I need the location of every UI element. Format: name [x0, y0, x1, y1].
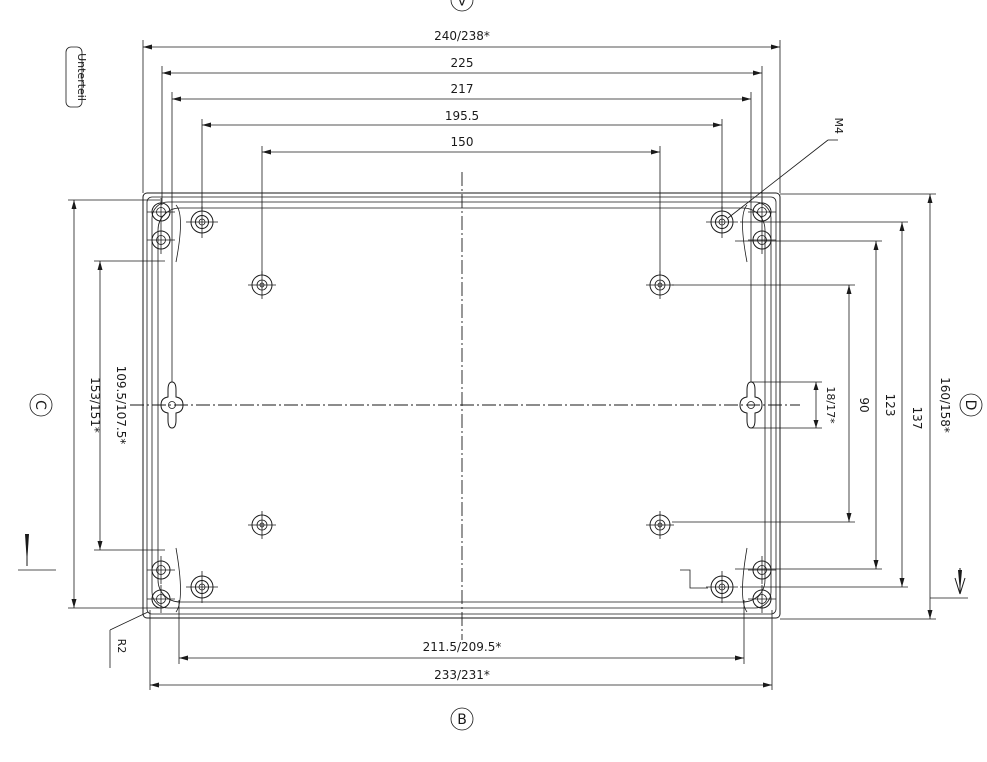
- r2-leader: [109, 611, 149, 668]
- m4-holes: [186, 206, 738, 603]
- dim-bottom-outer: 233/231*: [434, 668, 490, 682]
- dim-right-137: 137: [910, 407, 924, 430]
- view-marker-top-label: A: [457, 0, 467, 7]
- mount-hole-4: [646, 511, 674, 539]
- m4-hole-bottom-left: [186, 571, 218, 603]
- right-dimensions: [672, 193, 968, 620]
- corner-holes: [147, 198, 776, 613]
- view-marker-bottom-label: B: [457, 712, 467, 728]
- hole-top-left-inner: [147, 226, 175, 254]
- dim-slot: 18/17*: [824, 386, 837, 424]
- unterteil-label: Unterteil: [75, 53, 88, 101]
- view-marker-left: [29, 393, 53, 417]
- hole-bottom-left-outer: [147, 585, 175, 613]
- dim-width-150: 150: [451, 135, 474, 149]
- hole-bottom-right-inner: [748, 556, 776, 584]
- housing-outline: [142, 192, 781, 619]
- dim-right-90: 90: [857, 397, 871, 412]
- view-marker-left-label: C: [32, 400, 48, 410]
- view-marker-right-label: D: [962, 400, 978, 411]
- dim-width-195-5: 195.5: [445, 109, 479, 123]
- keyhole-left: [160, 381, 184, 429]
- view-marker-right: [959, 393, 983, 417]
- m4-hole-top-right: [706, 206, 738, 238]
- m4-hole-top-left: [186, 206, 218, 238]
- mount-hole-2: [646, 271, 674, 299]
- dim-left-inner: 109.5/107.5*: [114, 366, 128, 445]
- left-dimensions: [68, 199, 165, 609]
- m4-leader: [727, 139, 838, 219]
- dim-bottom-inner: 211.5/209.5*: [423, 640, 502, 654]
- hole-top-left-outer: [147, 198, 175, 226]
- view-marker-bottom: [450, 707, 474, 731]
- dim-right-123: 123: [883, 394, 897, 417]
- dim-right-outer: 160/158*: [938, 377, 952, 433]
- view-marker-top: [450, 0, 474, 12]
- hole-bottom-right-outer: [748, 585, 776, 613]
- bottom-dimensions: [149, 600, 773, 690]
- dim-width-225: 225: [451, 56, 474, 70]
- unterteil-frame: [65, 46, 83, 108]
- mount-hole-3: [248, 511, 276, 539]
- section-arrow-left: [18, 534, 56, 571]
- dim-overall-width: 240/238*: [434, 29, 490, 43]
- hole-top-right-inner: [748, 226, 776, 254]
- m4-hole-bottom-right: [706, 571, 738, 603]
- m4-label: M4: [832, 118, 845, 135]
- mount-hole-1: [248, 271, 276, 299]
- dim-left-outer: 153/151*: [88, 377, 102, 433]
- top-dimensions: [142, 40, 781, 382]
- hole-bottom-left-inner: [147, 556, 175, 584]
- dim-width-217: 217: [451, 82, 474, 96]
- r2-label: R2: [115, 639, 128, 654]
- center-lines: [130, 172, 800, 640]
